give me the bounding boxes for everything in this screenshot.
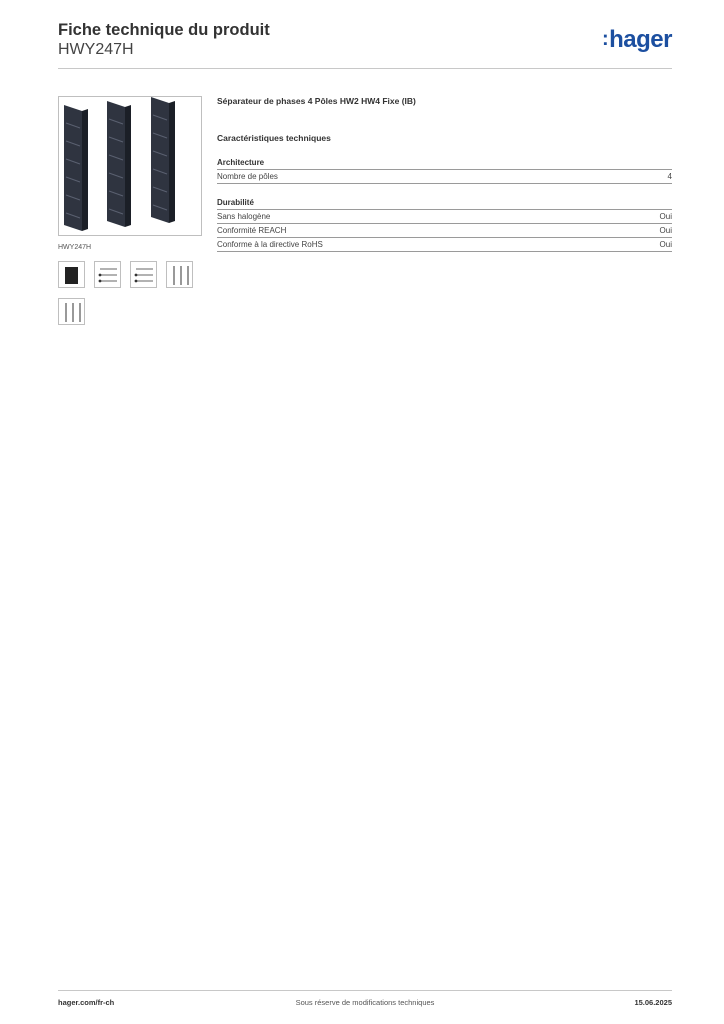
website-link[interactable]: hager.com/fr-ch bbox=[58, 998, 115, 1007]
group-title-durabilite: Durabilité bbox=[217, 198, 672, 210]
page-header: Fiche technique du produit HWY247H :hage… bbox=[58, 20, 672, 68]
spec-label: Conformité REACH bbox=[217, 226, 287, 235]
spec-row: Conforme à la directive RoHS Oui bbox=[217, 238, 672, 252]
logo-text: hager bbox=[609, 26, 672, 53]
footer-divider bbox=[58, 990, 672, 991]
product-name: Séparateur de phases 4 Pôles HW2 HW4 Fix… bbox=[217, 96, 416, 106]
product-media: HWY247H bbox=[58, 96, 202, 325]
line-drawing-thumbnail-2[interactable] bbox=[58, 298, 85, 325]
section-title: Caractéristiques techniques bbox=[217, 133, 331, 143]
dimension-drawing-thumbnail-2[interactable] bbox=[130, 261, 157, 288]
spec-row: Sans halogène Oui bbox=[217, 210, 672, 224]
document-date: 15.06.2025 bbox=[634, 998, 672, 1007]
image-caption: HWY247H bbox=[58, 244, 92, 251]
hager-logo: :hager bbox=[601, 26, 673, 53]
spec-row: Nombre de pôles 4 bbox=[217, 170, 672, 184]
spec-value: Oui bbox=[659, 240, 672, 249]
dimension-drawing-thumbnail-1[interactable] bbox=[94, 261, 121, 288]
phase-separator-illustration bbox=[64, 97, 175, 231]
spec-row: Conformité REACH Oui bbox=[217, 224, 672, 238]
line-drawing-thumbnail-1[interactable] bbox=[166, 261, 193, 288]
spec-label: Sans halogène bbox=[217, 212, 271, 221]
spec-label: Nombre de pôles bbox=[217, 172, 278, 181]
product-reference: HWY247H bbox=[58, 41, 134, 58]
line-drawing-icon bbox=[173, 266, 189, 285]
thumbnail-gallery bbox=[58, 261, 208, 325]
line-drawing-icon bbox=[65, 303, 81, 322]
spec-value: Oui bbox=[659, 212, 672, 221]
technical-specifications: Séparateur de phases 4 Pôles HW2 HW4 Fix… bbox=[217, 96, 672, 252]
group-title-architecture: Architecture bbox=[217, 158, 672, 170]
spec-value: Oui bbox=[659, 226, 672, 235]
spec-value: 4 bbox=[667, 172, 672, 181]
spec-label: Conforme à la directive RoHS bbox=[217, 240, 323, 249]
dimension-drawing-icon bbox=[98, 268, 117, 283]
product-photo-icon bbox=[65, 267, 78, 284]
dimension-drawing-icon bbox=[134, 268, 153, 283]
product-photo-thumbnail[interactable] bbox=[58, 261, 85, 288]
header-divider bbox=[58, 68, 672, 69]
legal-notice: Sous réserve de modifications techniques bbox=[295, 998, 435, 1007]
document-title: Fiche technique du produit bbox=[58, 21, 270, 39]
page-footer: hager.com/fr-ch Sous réserve de modifica… bbox=[58, 998, 672, 1012]
product-image[interactable] bbox=[58, 96, 202, 236]
